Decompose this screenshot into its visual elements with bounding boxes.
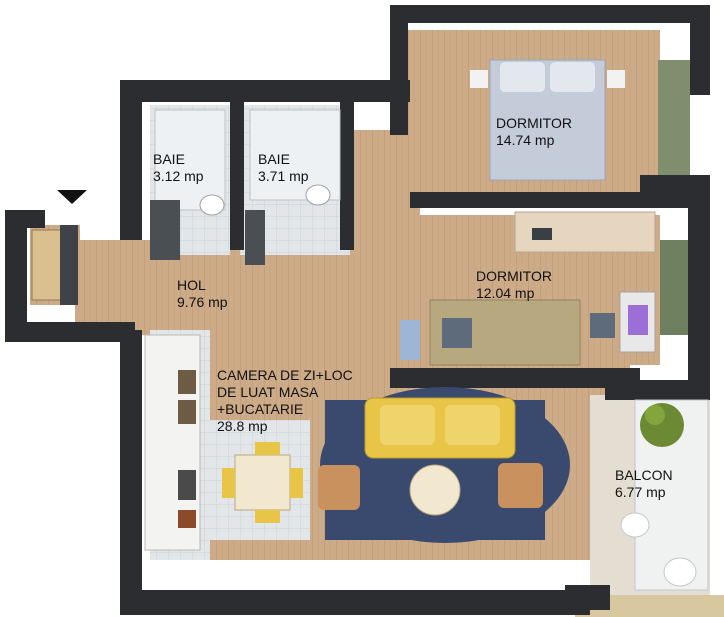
- coffee-table: [409, 464, 461, 516]
- room-area: 28.8 mp: [217, 418, 268, 434]
- label-baie-2: BAIE 3.71 mp: [258, 151, 309, 185]
- room-area: 12.04 mp: [476, 285, 535, 301]
- label-dormitor-1: DORMITOR 14.74 mp: [496, 115, 572, 149]
- label-dormitor-2: DORMITOR 12.04 mp: [476, 268, 552, 302]
- label-baie-1: BAIE 3.12 mp: [153, 151, 204, 185]
- kitchen-furniture: [144, 334, 201, 551]
- room-name: BALCON: [615, 467, 673, 483]
- room-area: 3.12 mp: [153, 168, 204, 184]
- room-area: 9.76 mp: [177, 294, 228, 310]
- room-name: DORMITOR: [496, 115, 572, 131]
- room-name-line-1: CAMERA DE ZI+LOC: [217, 367, 353, 383]
- room-name-line-3: +BUCATARIE: [217, 401, 304, 417]
- room-name: DORMITOR: [476, 268, 552, 284]
- hall-furniture: [31, 225, 78, 305]
- entrance-arrow-icon: [57, 190, 87, 204]
- room-area: 14.74 mp: [496, 132, 555, 148]
- room-area: 3.71 mp: [258, 168, 309, 184]
- room-area: 6.77 mp: [615, 484, 666, 500]
- balcony-deck: [575, 595, 724, 617]
- bedroom-1-furniture: [470, 59, 625, 181]
- dining-table: [234, 454, 291, 511]
- bedroom-2-furniture: [400, 211, 656, 366]
- living-furniture: [318, 387, 570, 543]
- label-hol: HOL 9.76 mp: [177, 277, 228, 311]
- balcony-furniture: [620, 403, 697, 587]
- room-name: BAIE: [258, 151, 290, 167]
- armchair-left: [318, 465, 360, 510]
- bathroom-fixtures: [150, 109, 341, 265]
- room-name: BAIE: [153, 151, 185, 167]
- walls: [5, 5, 710, 615]
- dining-set: [222, 442, 303, 523]
- room-name-line-2: DE LUAT MASA: [217, 384, 319, 400]
- armchair-right: [498, 463, 543, 508]
- room-name: HOL: [177, 277, 206, 293]
- label-living: CAMERA DE ZI+LOC DE LUAT MASA +BUCATARIE…: [217, 367, 353, 435]
- label-balcon: BALCON 6.77 mp: [615, 467, 673, 501]
